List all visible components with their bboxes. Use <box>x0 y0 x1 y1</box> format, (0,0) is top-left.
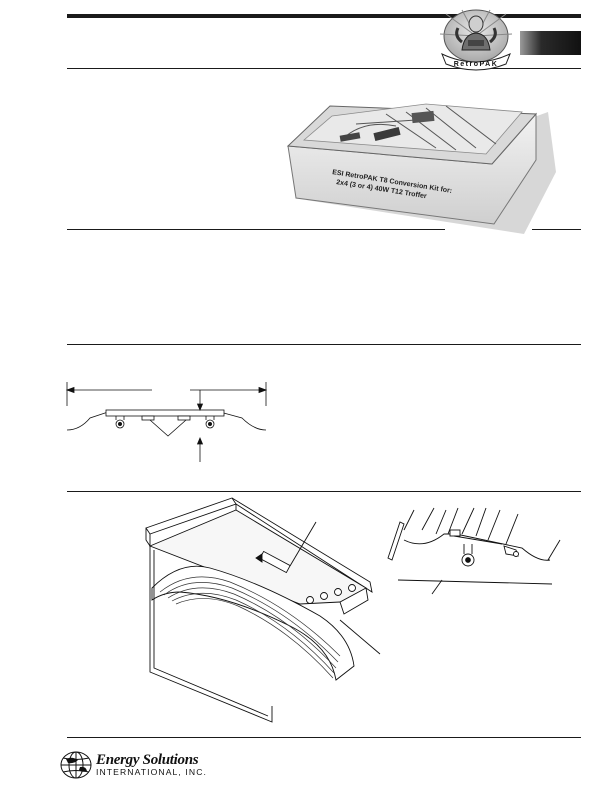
product-photo: ESI RetroPAK T8 Conversion Kit for: 2x4 … <box>286 103 556 234</box>
troffer-section-diagram <box>387 507 561 595</box>
header-bottom-rule <box>67 68 581 69</box>
retropak-mascot-emblem: RetroPAK <box>439 9 513 71</box>
company-name: Energy Solutions <box>96 752 199 768</box>
footer-rule <box>67 737 581 738</box>
troffer-isometric-diagram <box>145 497 381 723</box>
globe-icon <box>60 751 92 779</box>
section-rule-1 <box>67 229 445 230</box>
dimension-diagram <box>65 382 268 462</box>
header-top-rule <box>67 14 581 18</box>
section-rule-1-tail <box>532 229 581 230</box>
section-rule-3 <box>67 491 581 492</box>
header-corner-tab <box>520 31 581 55</box>
section-rule-2 <box>67 344 581 345</box>
company-suffix: INTERNATIONAL, INC. <box>96 767 207 777</box>
mascot-banner-label: RetroPAK <box>454 61 499 68</box>
